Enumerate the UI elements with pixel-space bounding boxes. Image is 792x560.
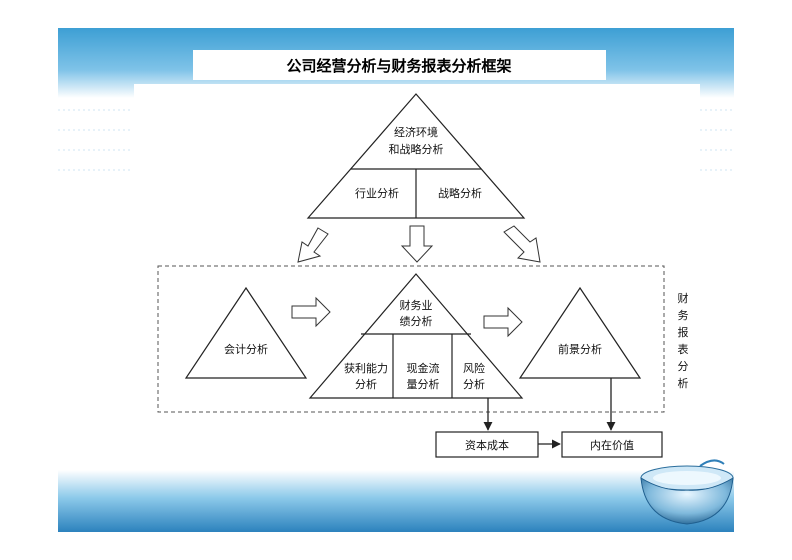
background-texture [58, 109, 734, 171]
cost-of-capital-label: 资本成本 [465, 438, 509, 452]
financial-performance-label-2: 绩分析 [400, 314, 433, 328]
top-pyramid: 经济环境 和战略分析 行业分析 战略分析 [306, 93, 526, 219]
side-label-char: 析 [678, 376, 689, 390]
down-arrows [297, 225, 541, 263]
risk-label: 风险 [463, 361, 485, 375]
side-label-char: 务 [678, 309, 689, 322]
financial-performance-pyramid: 财务业 绩分析 获利能力 分析 现金流 量分析 风险 分析 [308, 273, 524, 399]
page-title: 公司经营分析与财务报表分析框架 [286, 57, 511, 75]
strategy-analysis-label: 和战略分析 [389, 142, 444, 156]
side-label-char: 表 [678, 342, 689, 356]
financial-statement-frame [157, 265, 665, 413]
prospect-analysis-triangle: 前景分析 [518, 286, 642, 379]
side-label-char: 分 [678, 360, 689, 373]
arrow-down-left-icon [297, 227, 329, 263]
decorative-bowl-image [640, 459, 734, 525]
side-label: 财 务 报 表 分 析 [678, 291, 689, 390]
intrinsic-value-box [561, 431, 663, 458]
arrow-down-icon [400, 225, 434, 263]
accounting-analysis-triangle: 会计分析 [184, 286, 308, 379]
title-box [193, 50, 606, 80]
intrinsic-value-label: 内在价值 [590, 438, 634, 452]
economic-environment-label: 经济环境 [394, 125, 438, 139]
financial-performance-label: 财务业 [400, 298, 433, 312]
risk-label-2: 分析 [463, 377, 485, 391]
profitability-label: 获利能力 [344, 361, 388, 375]
industry-analysis-label: 行业分析 [355, 186, 399, 200]
profitability-label-2: 分析 [355, 377, 377, 391]
side-label-char: 报 [678, 325, 689, 339]
prospect-analysis-label: 前景分析 [558, 342, 602, 356]
arrow-right-icon [291, 296, 331, 328]
arrow-right-icon [483, 306, 523, 338]
cash-flow-label-2: 量分析 [407, 377, 440, 391]
cash-flow-label: 现金流 [407, 361, 440, 375]
strategic-analysis-label: 战略分析 [438, 186, 482, 200]
bottom-banner [58, 470, 734, 532]
side-label-char: 财 [678, 291, 689, 305]
arrow-down-right-icon [503, 225, 541, 263]
accounting-analysis-label: 会计分析 [224, 342, 268, 356]
